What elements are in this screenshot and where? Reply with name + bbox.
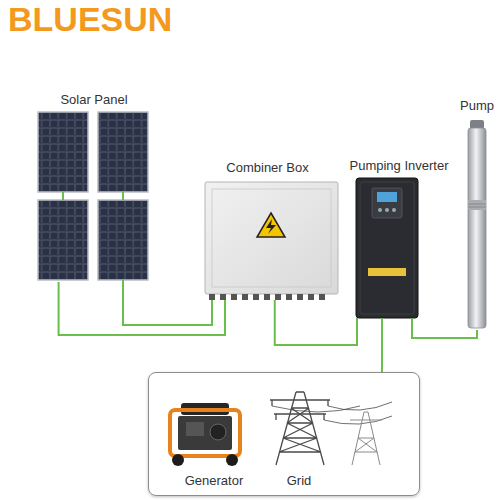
backup-source-box: Generator Grid [148,372,420,496]
generator-frame [170,410,240,456]
grid-tower-drawing [270,392,392,465]
inverter-housing [356,178,418,318]
insulators [272,400,328,420]
power-wire [275,300,357,345]
power-lines [272,402,392,424]
string-wire [123,280,212,325]
tower-legs [276,392,324,465]
component-label: Grid [267,473,331,489]
pump-intake-slots [468,204,486,207]
solar-panel [38,112,88,192]
solar-panels [38,112,148,280]
inverter-warning-label [368,268,406,276]
inverter-drawing [356,178,418,318]
pump-label-area: Pump [458,98,496,330]
cable-glands [209,294,325,300]
inverter-key [385,208,389,212]
inverter-display [377,192,397,202]
power-wire [381,318,383,372]
solar-panel [38,200,88,280]
inverter-key [392,208,396,212]
combiner-enclosure [205,182,338,294]
warning-sign [257,213,285,237]
panel-label-area: Solar Panel [35,92,153,282]
second-tower [350,412,382,465]
component-label: Pumping Inverter [342,158,456,174]
solar-panel [98,112,148,192]
combiner-box-drawing [205,182,338,300]
generator-drawing [170,403,240,466]
generator-wheel [172,454,184,466]
combiner-label-area: Combiner Box [195,160,340,300]
generator-wheel [226,454,238,466]
generator-panel [186,422,204,436]
component-label: Solar Panel [35,92,153,108]
warning-bolt [266,219,276,234]
combiner-door [212,189,331,287]
inverter-bezel [360,182,414,314]
pump-drawing [468,120,486,328]
generator-engine [178,416,232,450]
panel-wire [63,192,123,200]
inverter-label-area: Pumping Inverter [342,158,456,318]
inverter-key [378,208,382,212]
component-label: Generator [169,473,259,489]
inverter-panel [372,188,402,218]
component-label: Combiner Box [195,160,340,176]
solar-panel [98,200,148,280]
component-label: Pump [458,98,496,114]
pump-body [468,128,486,328]
generator-alternator [210,424,226,440]
power-wire [59,282,225,335]
brand-logo: BLUESUN [8,0,172,39]
power-wire [412,318,477,338]
pump-intake [468,200,486,210]
